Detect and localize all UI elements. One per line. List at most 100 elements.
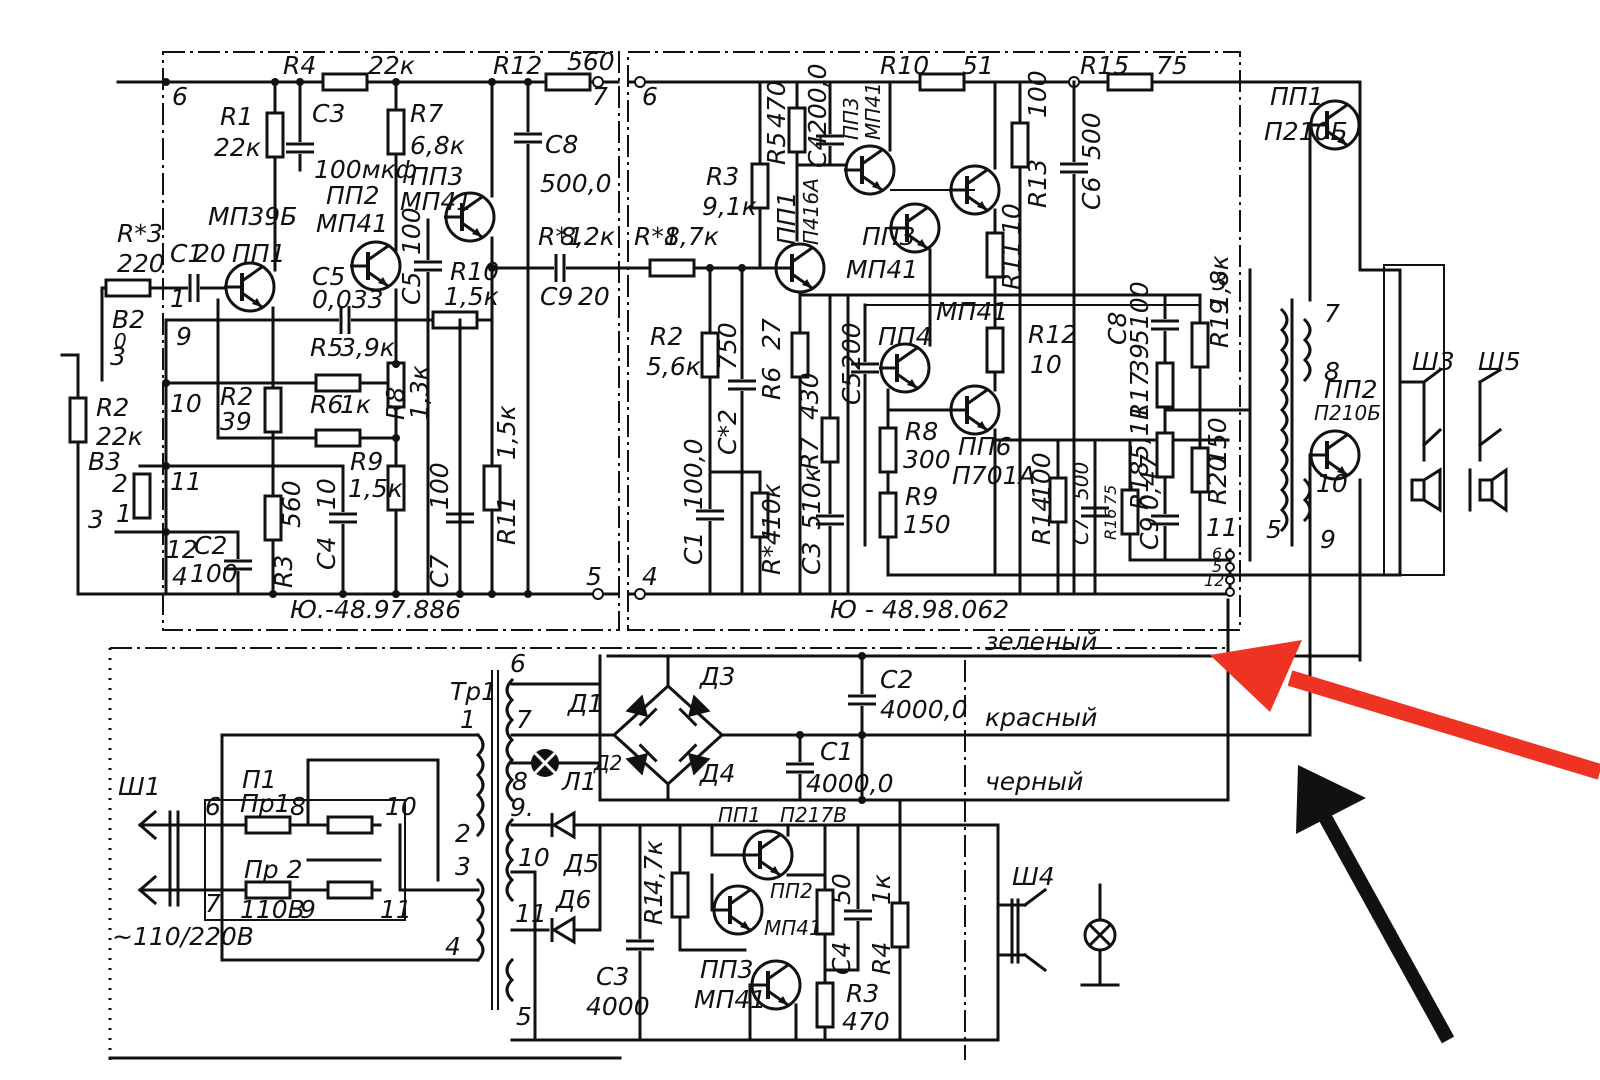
label-pp3: ПП3 — [700, 955, 754, 984]
label-node-7: 7 — [592, 82, 608, 111]
label-pp1o-model: П210Б — [1264, 117, 1348, 146]
amp-board: R4 22к R12 560 6 7 R1 22к C3 100мкф R7 6… — [60, 47, 620, 631]
label-r2-value: 39 — [220, 407, 252, 436]
label-c9-value: 0,47 — [1135, 454, 1164, 510]
label-r17: R17 — [1125, 371, 1154, 420]
label-r6-value: 27 — [757, 318, 786, 350]
label-d5: Д5 — [563, 849, 599, 878]
label-r3-value: 470 — [842, 1007, 890, 1036]
npn-transistor-icon — [772, 242, 826, 294]
label-c5-value: 0,033 — [312, 285, 384, 314]
npn-transistor-icon — [740, 829, 794, 881]
label-c3: C3 — [312, 99, 345, 128]
label-r4-value: 22к — [368, 51, 415, 80]
label-r9-value: 1,5к — [348, 474, 403, 503]
label-pp1: ПП1 — [232, 239, 286, 268]
label-c4: C4 — [827, 942, 856, 975]
label-c8: C8 — [545, 130, 578, 159]
label-r4: R4 — [867, 942, 896, 975]
plug-icon — [137, 809, 207, 907]
label-c1-value: 100,0 — [679, 438, 708, 510]
amp-board-code: Ю.-48.97.886 — [290, 595, 461, 624]
label-d3: Д3 — [699, 662, 735, 691]
label-r7: R7 — [795, 437, 824, 470]
npn-transistor-icon — [222, 261, 276, 313]
label-node-11: 11 — [1206, 513, 1238, 542]
amp-board-outline — [162, 51, 620, 631]
label-node-3: 3 — [1212, 267, 1228, 296]
label-c8-value: 5100 — [1125, 281, 1154, 345]
out-board-code: Ю - 48.98.062 — [830, 595, 1009, 624]
label-r11: R11 — [492, 496, 521, 545]
label-r12: R12 — [493, 51, 542, 80]
label-r17-value: 39 — [1125, 343, 1154, 375]
label-r1-value: 22к — [214, 133, 261, 162]
label-pp1o: ПП1 — [1270, 82, 1324, 111]
lamp-icon — [1080, 883, 1120, 987]
label-pp1: ПП1 — [772, 191, 801, 245]
label-node-11: 11 — [170, 467, 202, 496]
label-pp4: ПП4 — [878, 322, 932, 351]
label-node-1b: 1 — [116, 499, 132, 528]
label-term-5: 5 — [1212, 557, 1222, 576]
fuse-icon — [326, 815, 374, 835]
label-c6-value: 500 — [1077, 112, 1106, 160]
label-r1s-value: 8,7к — [664, 222, 719, 251]
label-r7: R7 — [410, 99, 443, 128]
fuse-icon — [326, 880, 374, 900]
wire-red-label: красный — [985, 703, 1097, 732]
label-r9: R9 — [905, 482, 938, 511]
label-w2: 2 — [455, 819, 471, 848]
label-r6: R6 — [310, 390, 343, 419]
label-c3-value: 4000 — [586, 992, 650, 1021]
label-sh5: Ш5 — [1478, 347, 1521, 376]
label-c3: C3 — [797, 542, 826, 575]
label-d6: Д6 — [555, 885, 591, 914]
label-c3: C3 — [596, 962, 629, 991]
label-sh1: Ш1 — [118, 772, 161, 801]
label-pp2: ПП2 — [326, 181, 380, 210]
label-r4: R4 — [283, 51, 316, 80]
label-r16: R16 — [1101, 509, 1120, 540]
label-pp2: ПП2 — [770, 879, 813, 903]
label-p8: 8 — [290, 792, 306, 821]
label-c1: C1 — [820, 737, 853, 766]
label-pp3-model: МП41 — [694, 985, 766, 1014]
label-p6: 6 — [205, 792, 221, 821]
wire-green-label: зеленый — [985, 627, 1097, 656]
label-pp2o-model: П210Б — [1314, 401, 1381, 425]
label-node-6: 6 — [172, 82, 188, 111]
label-w9: 9. — [510, 793, 534, 822]
label-node-5: 5 — [586, 562, 602, 591]
label-c7: C7 — [1069, 518, 1093, 545]
label-winding-7: 7 — [1324, 299, 1340, 328]
label-c7-value: 100 — [425, 462, 454, 510]
label-w1: 1 — [460, 705, 476, 734]
lamp-icon — [531, 749, 559, 777]
label-w7: 7 — [516, 705, 532, 734]
label-r10-value: 51 — [962, 51, 994, 80]
label-r10: R10 — [880, 51, 929, 80]
label-sh3: Ш3 — [1412, 347, 1455, 376]
label-pp3: ПП3 — [410, 162, 464, 191]
label-pp3-model: МП41 — [861, 82, 885, 140]
label-rvol-value: 22к — [96, 422, 143, 451]
label-c5-value: 200 — [837, 322, 866, 370]
label-r3: R3 — [846, 979, 879, 1008]
label-c7-value: 500 — [1069, 462, 1093, 500]
label-r7-value: 6,8к — [410, 131, 465, 160]
wire-black-label: черный — [985, 767, 1083, 796]
label-r3-value: 9,1к — [702, 192, 757, 221]
label-c2-value: 100 — [190, 559, 238, 588]
label-d4: Д4 — [699, 759, 735, 788]
label-r12: R12 — [1028, 320, 1077, 349]
label-c8-value: 500,0 — [540, 169, 612, 198]
black-arrow — [1296, 765, 1455, 1044]
label-node-4: 4 — [642, 562, 658, 591]
speaker-icon — [1398, 467, 1442, 513]
label-r6-value: 1к — [340, 390, 371, 419]
label-r9-value: 150 — [903, 510, 951, 539]
label-c5: C5 — [837, 372, 866, 405]
label-pp2-model: МП41 — [316, 209, 388, 238]
label-r13: R13 — [1023, 159, 1052, 208]
